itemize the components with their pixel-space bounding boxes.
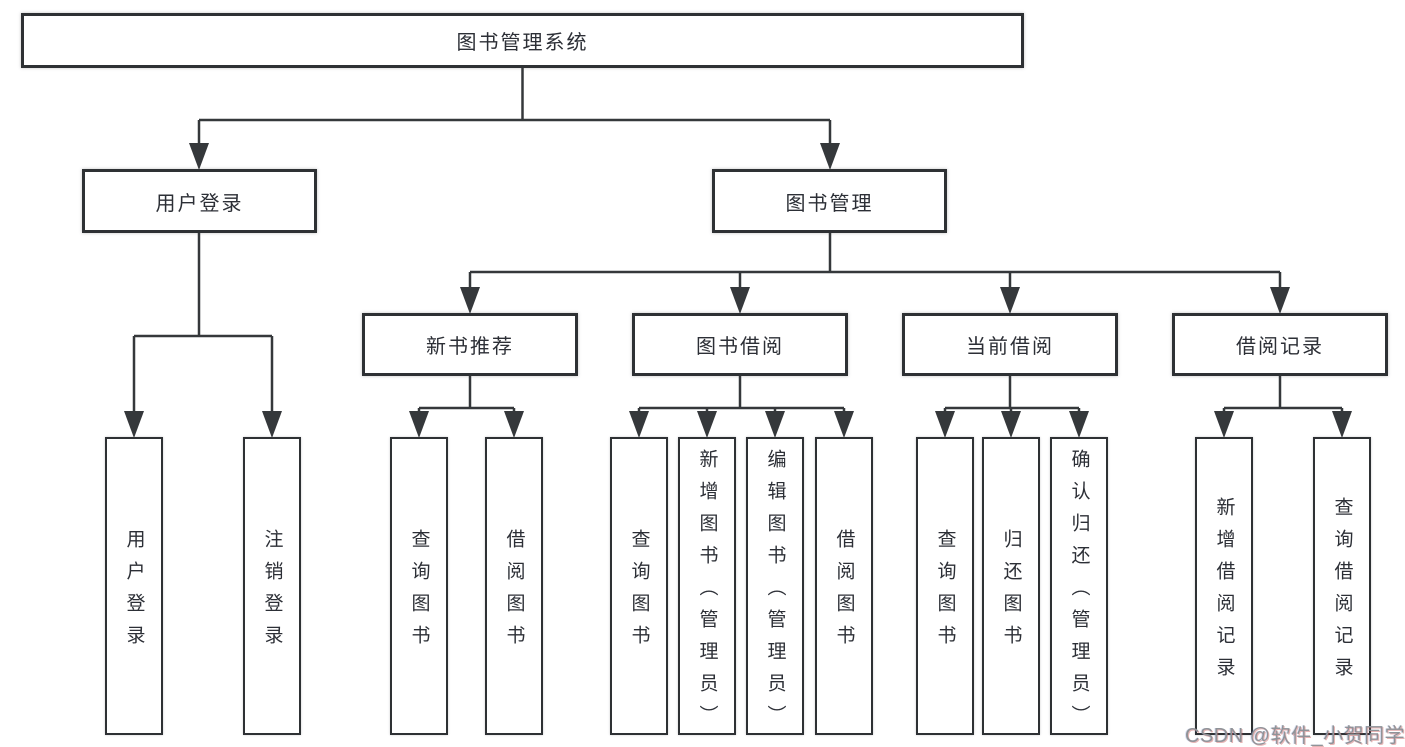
leaf-label: 借阅图书	[503, 528, 525, 657]
leaf-label: 编辑图书（管理员）	[764, 448, 786, 737]
node-book-borrowing: 图书借阅	[632, 313, 848, 376]
node-current-borrowing: 当前借阅	[902, 313, 1118, 376]
leaf-return-book: 归还图书	[982, 437, 1040, 735]
node-new-book-recommend: 新书推荐	[362, 313, 578, 376]
node-label: 当前借阅	[966, 336, 1054, 358]
node-user-login: 用户登录	[82, 169, 317, 233]
leaf-logout: 注销登录	[243, 437, 301, 735]
leaf-label: 借阅图书	[833, 528, 855, 657]
leaf-borrow-books-recommend: 借阅图书	[485, 437, 543, 735]
node-label: 图书借阅	[696, 336, 784, 358]
leaf-label: 用户登录	[123, 528, 145, 657]
leaf-label: 注销登录	[261, 528, 283, 657]
connector-strokes	[132, 68, 1344, 414]
arrowheads	[124, 143, 1352, 438]
node-library-management-system: 图书管理系统	[21, 13, 1024, 68]
node-label: 新书推荐	[426, 336, 514, 358]
leaf-label: 查询图书	[628, 528, 650, 657]
csdn-watermark: CSDN @软件_小贺同学	[1185, 725, 1405, 747]
leaf-confirm-return-admin: 确认归还（管理员）	[1050, 437, 1108, 737]
node-label: 图书管理	[785, 192, 874, 215]
leaf-user-login: 用户登录	[105, 437, 163, 735]
leaf-label: 查询借阅记录	[1331, 496, 1353, 689]
leaf-label: 归还图书	[1000, 528, 1022, 657]
leaf-query-books-borrowing: 查询图书	[610, 437, 668, 735]
leaf-label: 新增借阅记录	[1213, 496, 1235, 689]
leaf-label: 新增图书（管理员）	[696, 448, 718, 737]
node-label: 用户登录	[155, 192, 244, 215]
node-borrowing-records: 借阅记录	[1172, 313, 1388, 376]
leaf-add-book-admin: 新增图书（管理员）	[678, 437, 736, 737]
leaf-query-borrow-record: 查询借阅记录	[1313, 437, 1371, 735]
node-label: 图书管理系统	[456, 32, 589, 54]
leaf-label: 确认归还（管理员）	[1068, 448, 1090, 737]
leaf-add-borrow-record: 新增借阅记录	[1195, 437, 1253, 735]
leaf-label: 查询图书	[408, 528, 430, 657]
node-label: 借阅记录	[1236, 336, 1324, 358]
leaf-borrow-books: 借阅图书	[815, 437, 873, 735]
leaf-edit-book-admin: 编辑图书（管理员）	[746, 437, 804, 737]
node-book-management: 图书管理	[712, 169, 947, 233]
leaf-label: 查询图书	[934, 528, 956, 657]
leaf-query-books-recommend: 查询图书	[390, 437, 448, 735]
leaf-query-books-current: 查询图书	[916, 437, 974, 735]
